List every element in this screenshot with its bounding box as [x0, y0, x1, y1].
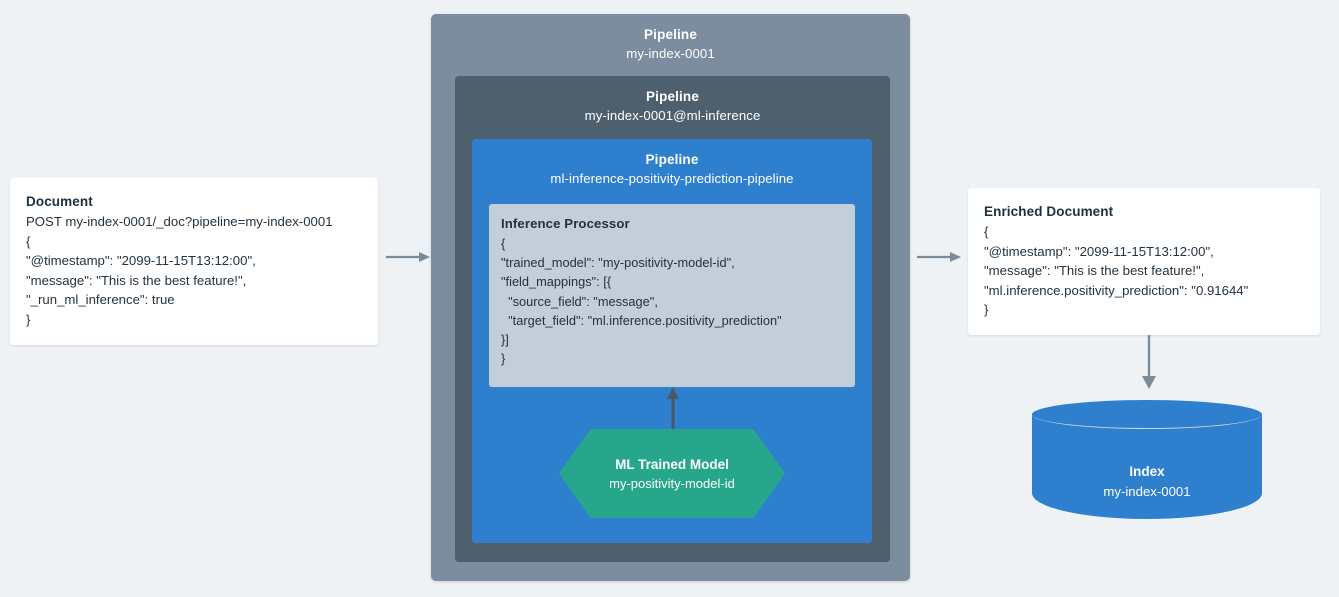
- processor-title: Inference Processor: [501, 216, 630, 231]
- enriched-document-card: Enriched Document { "@timestamp": "2099-…: [968, 188, 1320, 335]
- ml-trained-model-name: my-positivity-model-id: [609, 475, 735, 491]
- document-body-line-0: "@timestamp": "2099-11-15T13:12:00",: [26, 253, 256, 268]
- pipeline-mid-name: my-index-0001@ml-inference: [584, 108, 761, 123]
- document-body-line-2: "_run_ml_inference": true: [26, 292, 175, 307]
- arrow-trained-model-to-processor: [667, 387, 679, 433]
- index-cylinder: Index my-index-0001: [1032, 400, 1262, 533]
- pipeline-outer-header: Pipeline my-index-0001: [431, 14, 910, 64]
- processor-body-line-3: "target_field": "ml.inference.positivity…: [501, 312, 782, 328]
- document-body-close: }: [26, 311, 31, 327]
- processor-body-line-4: }]: [501, 332, 509, 348]
- pipeline-outer-kind: Pipeline: [644, 27, 697, 42]
- arrow-document-to-pipeline: [386, 252, 430, 262]
- ml-trained-model-title: ML Trained Model: [615, 456, 729, 472]
- document-body-open: {: [26, 233, 31, 249]
- processor-body-line-2: "source_field": "message",: [501, 293, 658, 309]
- enriched-body-open: {: [984, 224, 989, 239]
- processor-body-line-1: "field_mappings": [{: [501, 274, 612, 290]
- index-name: my-index-0001: [1103, 484, 1191, 499]
- cylinder-top-ellipse: [1032, 400, 1262, 429]
- enriched-body-line-2: "ml.inference.positivity_prediction": "0…: [984, 282, 1249, 298]
- document-body-line-1: "message": "This is the best feature!",: [26, 272, 247, 288]
- inference-processor-box: Inference Processor { "trained_model": "…: [489, 204, 855, 387]
- enriched-body-line-1: "message": "This is the best feature!",: [984, 263, 1205, 278]
- pipeline-mid-kind: Pipeline: [646, 89, 699, 104]
- enriched-body-line-0: "@timestamp": "2099-11-15T13:12:00",: [984, 243, 1214, 259]
- processor-body-close: }: [501, 351, 506, 367]
- arrow-pipeline-to-enriched-document: [917, 252, 961, 262]
- enriched-document-title: Enriched Document: [984, 204, 1114, 219]
- enriched-body-close: }: [984, 302, 989, 317]
- index-label: Index my-index-0001: [1032, 462, 1262, 502]
- processor-body-open: {: [501, 236, 506, 251]
- pipeline-mid-header: Pipeline my-index-0001@ml-inference: [455, 76, 890, 126]
- document-card-title: Document: [26, 194, 93, 209]
- pipeline-outer-name: my-index-0001: [626, 46, 715, 61]
- pipeline-inner-name: ml-inference-positivity-prediction-pipel…: [550, 171, 794, 186]
- document-request-line: POST my-index-0001/_doc?pipeline=my-inde…: [26, 214, 333, 229]
- pipeline-inner-kind: Pipeline: [645, 152, 699, 167]
- cylinder-body: [1032, 414, 1262, 519]
- document-card: Document POST my-index-0001/_doc?pipelin…: [10, 178, 378, 345]
- ml-trained-model-hexagon: ML Trained Model my-positivity-model-id: [559, 429, 785, 518]
- arrow-enriched-document-to-index: [1142, 335, 1156, 389]
- index-title: Index: [1129, 464, 1165, 479]
- processor-body-line-0: "trained_model": "my-positivity-model-id…: [501, 255, 735, 271]
- pipeline-inner-header: Pipeline ml-inference-positivity-predict…: [472, 139, 872, 189]
